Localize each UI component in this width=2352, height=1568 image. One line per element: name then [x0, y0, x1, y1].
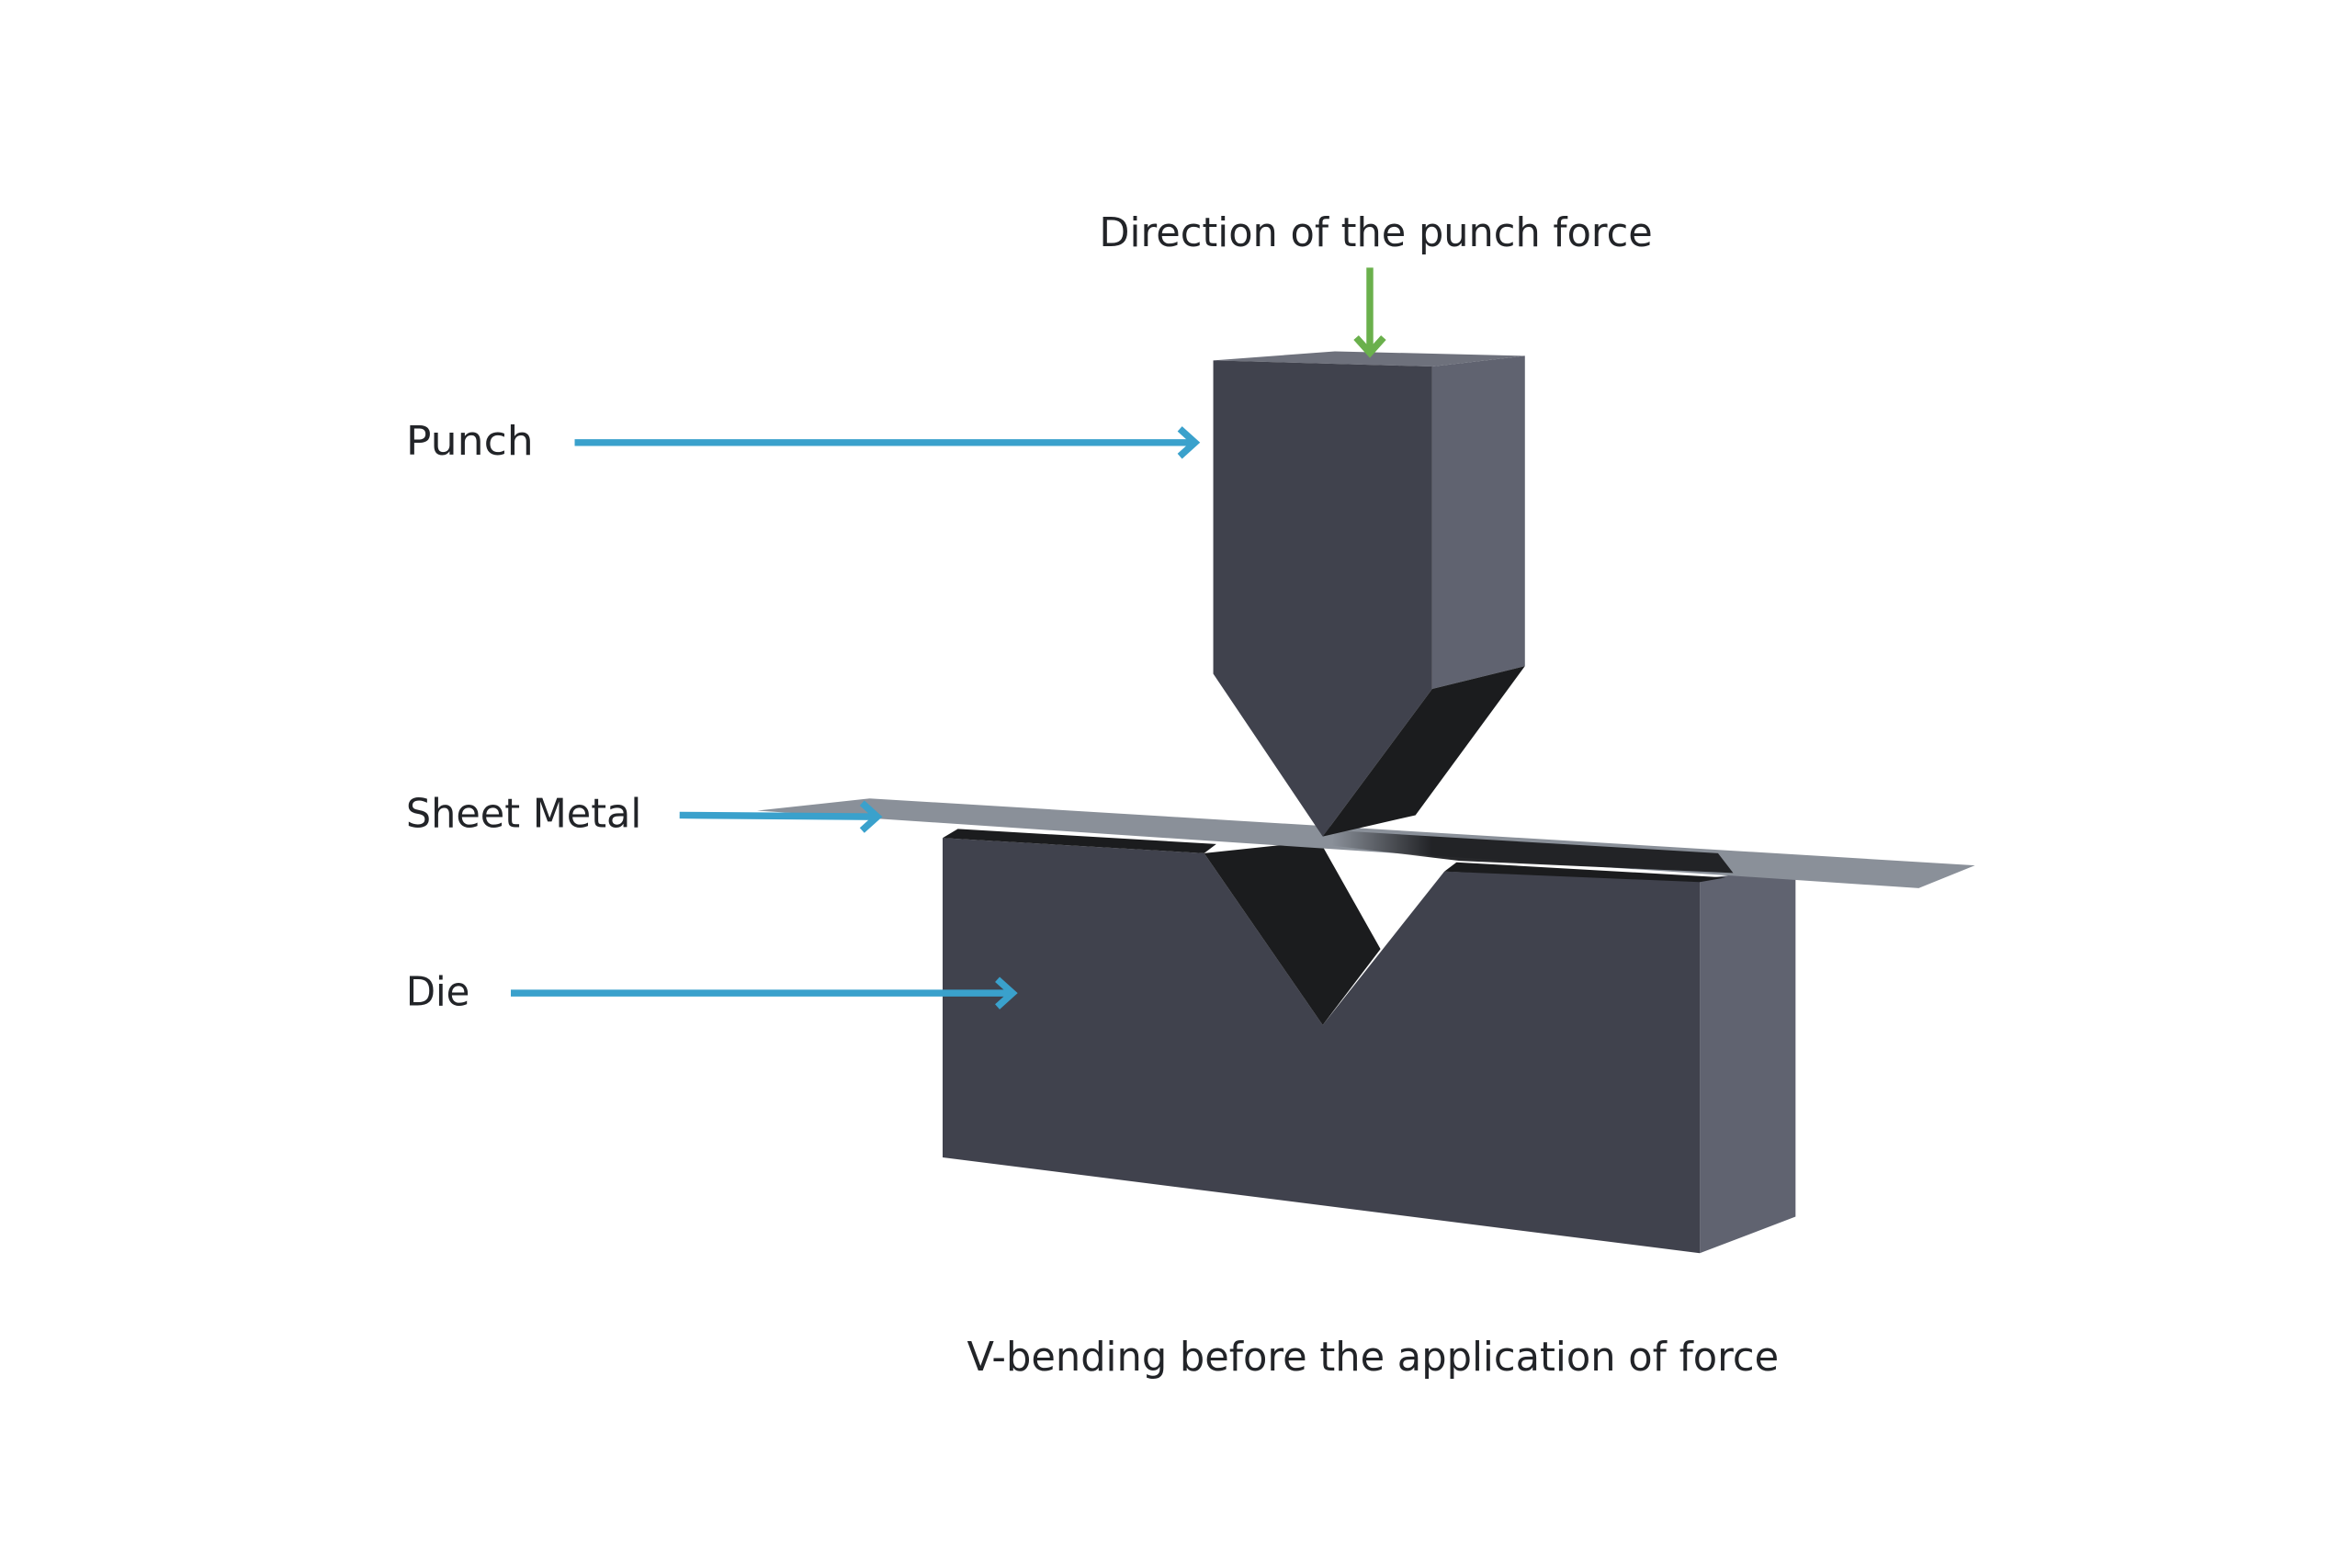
- die-v-groove-shadow: [1204, 840, 1381, 1025]
- punch-front-face: [1213, 360, 1432, 837]
- force-direction-label: Direction of the punch force: [1099, 209, 1652, 256]
- punch-label: Punch: [406, 418, 534, 465]
- die-front-face: [942, 838, 1701, 1254]
- punch-tool: [1213, 351, 1525, 837]
- punch-callout-arrow: [574, 426, 1201, 459]
- die-callout-arrow: [511, 976, 1018, 1010]
- sheet-metal-label: Sheet Metal: [406, 791, 641, 838]
- punch-side-face: [1431, 355, 1525, 690]
- sheet-metal: [757, 798, 1975, 888]
- diagram-caption: V-bending before the application of forc…: [967, 1334, 1779, 1381]
- die-top-edge-left: [942, 829, 1216, 853]
- force-direction-arrow: [1353, 267, 1386, 358]
- die-label: Die: [406, 968, 470, 1015]
- die-block: [942, 829, 1796, 1254]
- sheet-metal-underside-shadow: [1331, 829, 1734, 874]
- punch-tip-bevel: [1322, 666, 1525, 837]
- sheet-metal-callout-arrow: [679, 800, 883, 833]
- punch-top-face: [1213, 351, 1525, 367]
- die-side-face: [1700, 866, 1796, 1254]
- die-top-edge-right: [1444, 862, 1726, 883]
